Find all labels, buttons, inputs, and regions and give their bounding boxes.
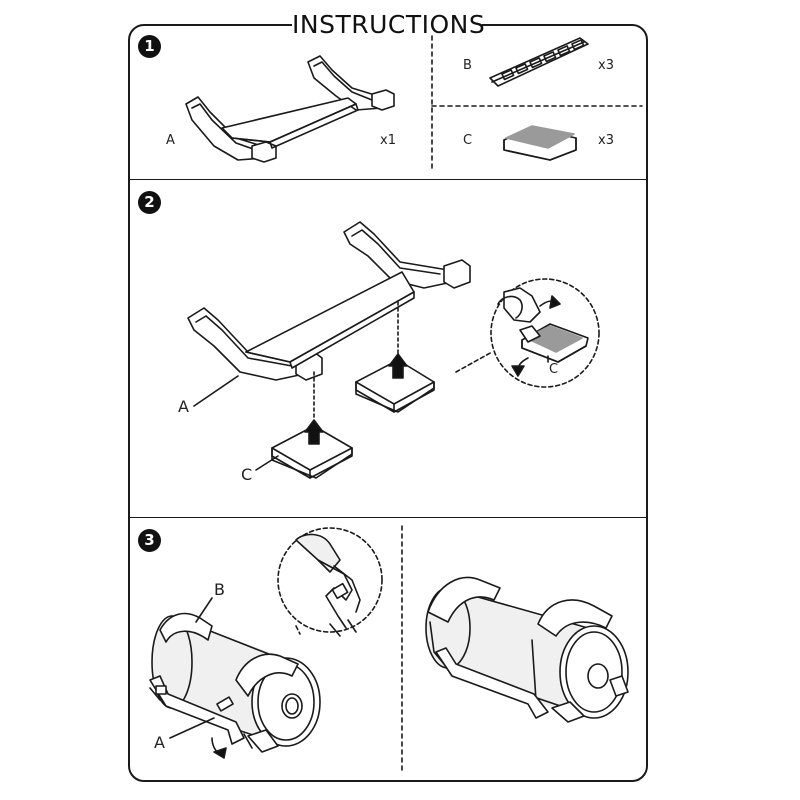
step2-leader-a (193, 375, 239, 407)
step-number-2: 2 (138, 191, 161, 214)
part-c-qty: x3 (598, 133, 614, 148)
step2-callout-a: A (178, 397, 189, 416)
part-a-label: A (166, 133, 175, 148)
arrow-up-icon-2 (388, 353, 408, 379)
section-divider-1 (129, 179, 647, 180)
curved-arrow-icon-2 (511, 365, 525, 377)
curved-arrow-icon (549, 295, 561, 309)
step2-detail-circle (455, 278, 600, 388)
part-a-stand-illustration (185, 55, 395, 163)
step3-roller-left (149, 612, 321, 753)
part-b-label: B (463, 58, 472, 73)
step3-callout-b: B (214, 580, 225, 599)
arrow-up-icon (304, 419, 324, 445)
step2-pad-upper (355, 359, 435, 413)
curved-arrow-icon-3 (213, 747, 227, 759)
part-c-pad-illustration (503, 125, 577, 161)
page-title: INSTRUCTIONS (292, 9, 486, 41)
step-number-3: 3 (138, 529, 161, 552)
step3-leader-a (169, 717, 215, 739)
step-number-1: 1 (138, 35, 161, 58)
step3-detail-circle (277, 527, 383, 637)
part-b-strap-illustration (489, 37, 589, 87)
section-divider-2 (129, 517, 647, 518)
part-b-qty: x3 (598, 58, 614, 73)
step2-pad-lower (271, 425, 353, 479)
step3-leader-b (195, 597, 213, 623)
step2-detail-c: C (549, 362, 559, 377)
part-a-qty: x1 (380, 133, 396, 148)
step3-roller-right (425, 576, 629, 723)
step2-callout-c: C (241, 465, 253, 484)
step2-stand-illustration (187, 221, 471, 381)
part-c-label: C (463, 133, 473, 148)
step2-leader-c (255, 455, 279, 471)
step3-callout-a: A (154, 733, 165, 752)
